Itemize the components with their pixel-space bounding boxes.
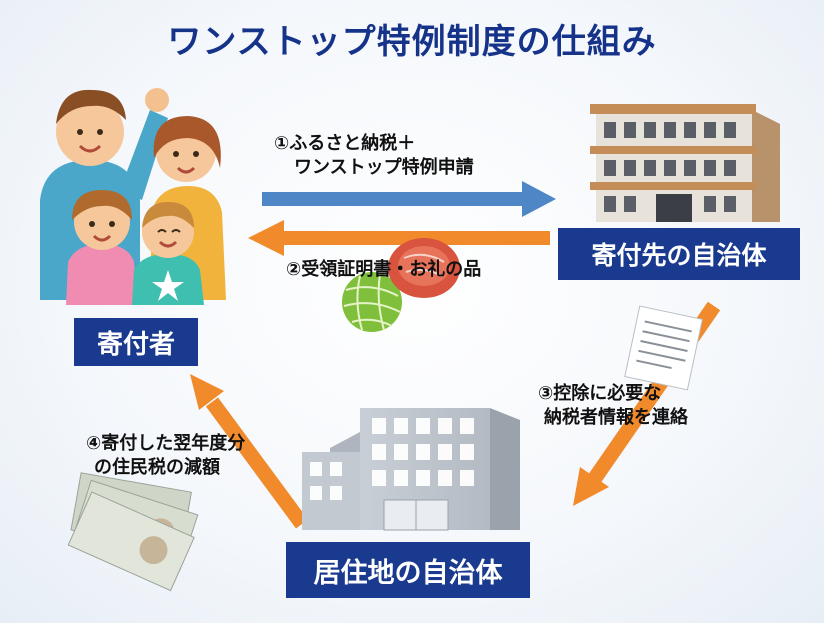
arrow-step1 — [262, 181, 556, 217]
document-icon — [624, 305, 703, 391]
page-title: ワンストップ特例制度の仕組み — [167, 22, 657, 62]
step4-text: ④寄付した翌年度分 の住民税の減額 — [86, 432, 245, 480]
step1-line1: ①ふるさと納税＋ — [274, 133, 416, 154]
step4-line1: ④寄付した翌年度分 — [86, 433, 246, 454]
step1-line2: ワンストップ特例申請 — [294, 157, 474, 178]
recipient-municipality-label: 寄付先の自治体 — [558, 228, 800, 280]
arrow-step4 — [190, 374, 309, 529]
melon-icon — [342, 272, 402, 332]
step1-text: ①ふるさと納税＋ ワンストップ特例申請 — [274, 132, 474, 180]
city-hall-building-icon — [302, 408, 520, 531]
step3-text: ③控除に必要な 納税者情報を連絡 — [538, 382, 688, 430]
arrow-step2 — [248, 220, 550, 256]
donor-label: 寄付者 — [74, 318, 198, 366]
step2-text: ②受領証明書・お礼の品 — [286, 259, 482, 280]
meat-icon — [388, 238, 460, 298]
step4-line2: の住民税の減額 — [94, 457, 220, 478]
step3-line1: ③控除に必要な — [538, 383, 662, 404]
step3-line2: 納税者情報を連絡 — [544, 407, 688, 428]
family-illustration — [40, 88, 226, 305]
banknotes-icon — [67, 472, 199, 592]
office-building-icon — [590, 104, 780, 222]
residence-municipality-label: 居住地の自治体 — [286, 542, 530, 598]
